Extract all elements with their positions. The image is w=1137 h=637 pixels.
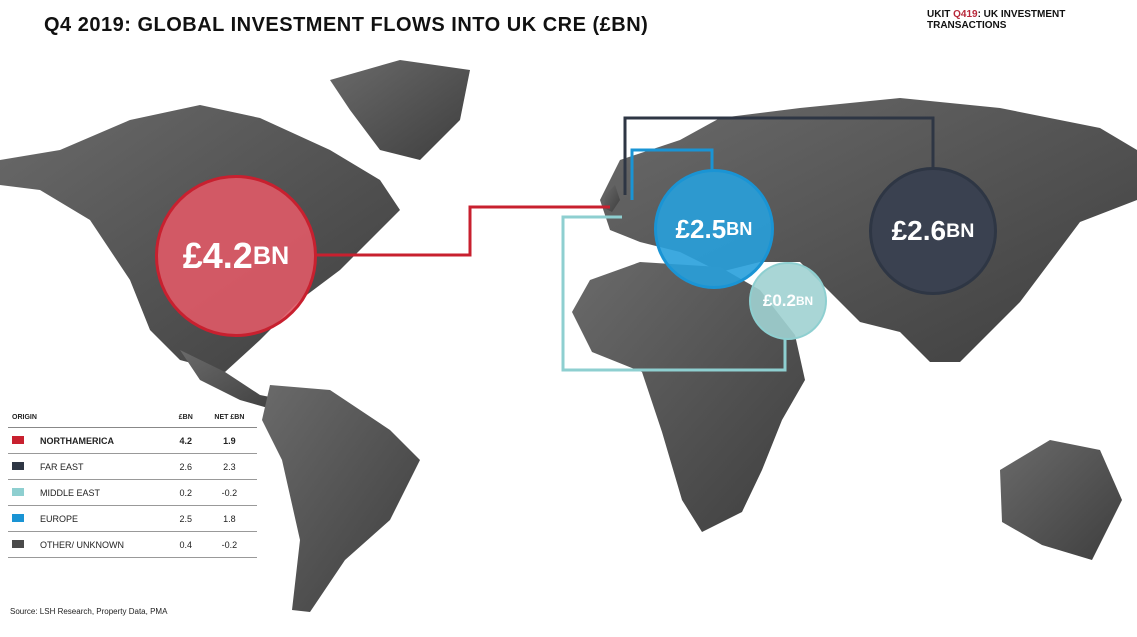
africa-landmass [572,262,805,532]
color-swatch [12,539,24,548]
table-row: MIDDLE EAST 0.2 -0.2 [8,479,257,506]
swatch-cell [8,505,36,532]
bn-cell: 2.6 [169,453,202,480]
bubble-unit: BN [946,219,975,242]
bubble-amount: £2.5 [675,213,727,244]
net-bn-cell: 1.8 [201,505,257,532]
net-bn-cell: -0.2 [201,531,257,558]
color-swatch [12,461,24,470]
swatch-cell [8,531,36,558]
source-note: Source: LSH Research, Property Data, PMA [10,607,168,616]
page-title: Q4 2019: GLOBAL INVESTMENT FLOWS INTO UK… [44,14,649,36]
flow-line-far-east [623,116,935,195]
table-row: EUROPE 2.5 1.8 [8,505,257,532]
table-row: NORTHAMERICA 4.2 1.9 [8,427,257,454]
origin-cell: EUROPE [36,505,170,532]
color-swatch [12,513,24,522]
subtitle-prefix: UKIT [927,9,954,20]
origin-cell: MIDDLE EAST [36,479,170,506]
bn-cell: 4.2 [169,427,202,454]
central-america-landmass [180,350,285,410]
header-net-bn: NET £BN [201,410,257,428]
flow-line-middle-east [561,215,787,372]
origin-cell: NORTHAMERICA [36,427,170,454]
flow-line-europe [630,148,714,200]
origin-cell: OTHER/ UNKNOWN [36,531,170,558]
south-america-landmass [262,385,420,612]
bn-cell: 2.5 [169,505,202,532]
net-bn-cell: -0.2 [201,479,257,506]
table-row: OTHER/ UNKNOWN 0.4 -0.2 [8,531,257,558]
net-bn-cell: 1.9 [201,427,257,454]
swatch-cell [8,427,36,454]
bubble-amount: £0.2 [762,291,796,310]
header-origin: ORIGIN [8,410,170,428]
bubble-unit: BN [252,241,290,270]
report-subtitle: UKIT Q419: UK INVESTMENT TRANSACTIONS [927,9,1137,31]
bn-cell: 0.4 [169,531,202,558]
bubble-unit: BN [795,294,814,308]
swatch-cell [8,453,36,480]
origin-table: ORIGIN £BN NET £BN NORTHAMERICA 4.2 1.9 … [8,410,257,558]
greenland-landmass [330,60,470,160]
australia-landmass [1000,440,1122,560]
swatch-cell [8,479,36,506]
bubble-amount: £2.6 [891,215,947,246]
table-row: FAR EAST 2.6 2.3 [8,453,257,480]
net-bn-cell: 2.3 [201,453,257,480]
bubble-amount: £4.2 [182,235,253,276]
origin-cell: FAR EAST [36,453,170,480]
flow-line-north-america [315,205,610,257]
eurasia-landmass [600,98,1137,362]
color-swatch [12,435,24,444]
subtitle-highlight: Q419 [953,9,978,20]
bubble-unit: BN [726,218,753,239]
uk-landmass [604,185,620,212]
header-bn: £BN [169,410,202,428]
bn-cell: 0.2 [169,479,202,506]
subtitle-suffix: : UK INVESTMENT TRANSACTIONS [927,9,1066,31]
color-swatch [12,487,24,496]
